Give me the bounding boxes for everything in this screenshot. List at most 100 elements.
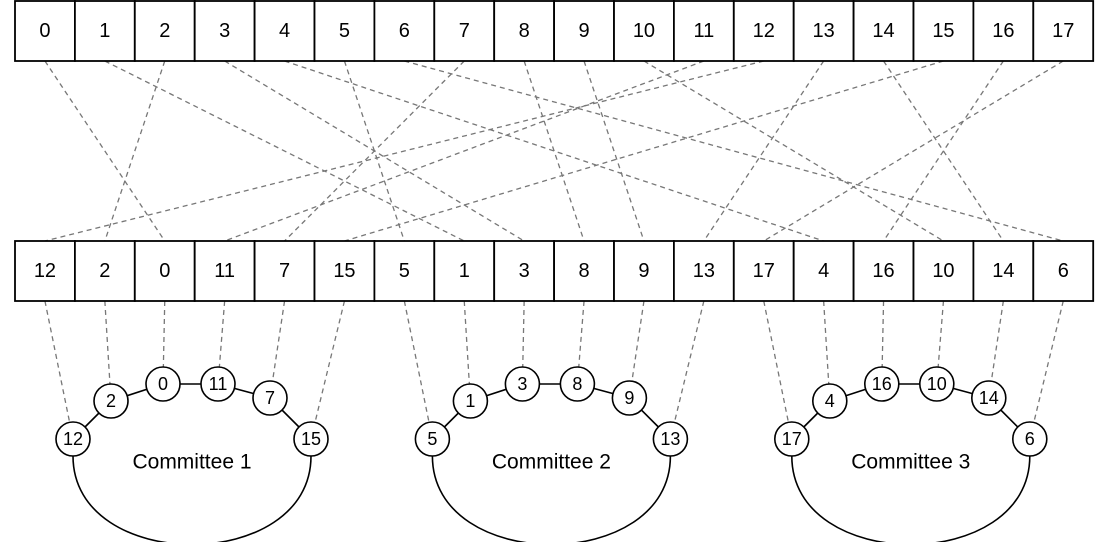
top-row-cell-label: 12 [753,20,775,42]
committee-member-label: 1 [465,391,475,411]
committee-member-node: 15 [293,421,329,457]
committee-ring [431,455,672,542]
committee-member-label: 0 [158,374,168,394]
committee-member-label: 8 [572,374,582,394]
committee-member-node: 10 [918,366,955,402]
committee-member-label: 15 [301,429,321,449]
committee-member-node: 9 [611,380,648,416]
committee-member-label: 16 [872,374,892,394]
committee-assignment-links [44,300,1064,423]
committee-member-node: 11 [200,366,236,402]
committee-member-label: 11 [209,374,228,394]
bottom-row-cell: 7 [253,240,316,302]
bottom-row-cell: 0 [133,240,196,302]
bottom-row-cell: 6 [1032,240,1095,302]
assignment-link [763,300,790,423]
assignment-link [881,300,885,368]
committee-member-label: 2 [106,391,116,411]
committee-member-label: 17 [782,429,802,449]
bottom-row-cell: 5 [373,240,436,302]
top-row-cell-label: 2 [159,20,170,42]
top-row-cell-label: 16 [992,20,1014,42]
assignment-link [823,300,830,385]
top-row-cell-label: 10 [633,20,655,42]
top-row-cell-label: 4 [279,20,290,42]
top-row-cell-label: 0 [39,20,50,42]
assignment-link [271,300,286,382]
permutation-link [404,60,1064,242]
top-row-cell: 13 [792,0,855,62]
permutation-link [104,60,465,242]
committee-member-node: 4 [811,383,848,419]
assignment-link [218,300,226,368]
bottom-row-cell: 15 [313,240,376,302]
committee-label: Committee 1 [132,451,251,474]
committee-member-node: 12 [55,421,91,457]
permutation-link [523,60,585,242]
committee-member-label: 7 [265,388,275,408]
committee-member-node: 1 [452,383,489,419]
top-row-cell: 3 [193,0,256,62]
bottom-row-cell: 3 [493,240,556,302]
committee-member-label: 4 [825,391,835,411]
bottom-row-cell-label: 17 [753,260,775,282]
top-row-cell-label: 9 [578,20,589,42]
bottom-row-cell: 16 [852,240,915,302]
top-row-cell: 15 [912,0,975,62]
top-row-cell-label: 5 [339,20,350,42]
bottom-row-cell-label: 12 [34,260,56,282]
assignment-link [463,300,471,385]
top-row-cell-label: 17 [1052,20,1074,42]
top-row-cell: 6 [373,0,436,62]
assignment-link [104,300,111,385]
bottom-row-cell-label: 1 [459,260,470,282]
bottom-row-cell: 9 [613,240,675,302]
committee-member-node: 17 [773,421,810,457]
bottom-row-cell-label: 7 [279,260,290,282]
committee-member-label: 13 [660,429,680,449]
committee-ring [72,455,312,542]
committee-ring [791,455,1031,542]
bottom-row-cell-label: 4 [818,260,829,282]
bottom-row-cell-label: 15 [333,260,355,282]
permutation-link [583,60,645,242]
committee-member-node: 6 [1012,421,1048,457]
bottom-row-cell-label: 3 [519,260,530,282]
bottom-row-cell-label: 11 [214,260,235,282]
bottom-row-cell-label: 6 [1058,260,1069,282]
committee-member-node: 3 [504,366,541,402]
bottom-row-cell-label: 10 [932,260,954,282]
top-row-cell-label: 1 [99,20,110,42]
top-row-cell: 12 [732,0,795,62]
top-row-cell-label: 6 [399,20,410,42]
committee-member-label: 9 [624,388,634,408]
committee-member-node: 5 [414,421,451,457]
committee-member-label: 12 [63,429,83,449]
permutation-link [44,60,764,242]
committee-member-label: 5 [427,429,437,449]
committee-member-label: 6 [1025,429,1035,449]
assignment-link [990,300,1004,382]
bottom-row-cell: 17 [732,240,795,302]
bottom-row-cell: 4 [792,240,855,302]
bottom-row-cell-label: 9 [638,260,649,282]
committee-member-node: 8 [559,366,596,402]
top-row-cell: 4 [253,0,316,62]
top-row-cell: 7 [433,0,496,62]
permutation-link [883,60,1004,242]
top-row-cell-label: 7 [459,20,470,42]
top-row-cell: 10 [613,0,675,62]
assignment-link [44,300,71,423]
bottom-row-cell: 12 [14,240,76,302]
top-row-cell: 14 [852,0,915,62]
committee-member-label: 10 [927,374,947,394]
permutation-link [643,60,944,242]
permutation-links [44,60,1064,242]
assignment-link [937,300,945,368]
committee-member-node: 16 [863,366,900,402]
